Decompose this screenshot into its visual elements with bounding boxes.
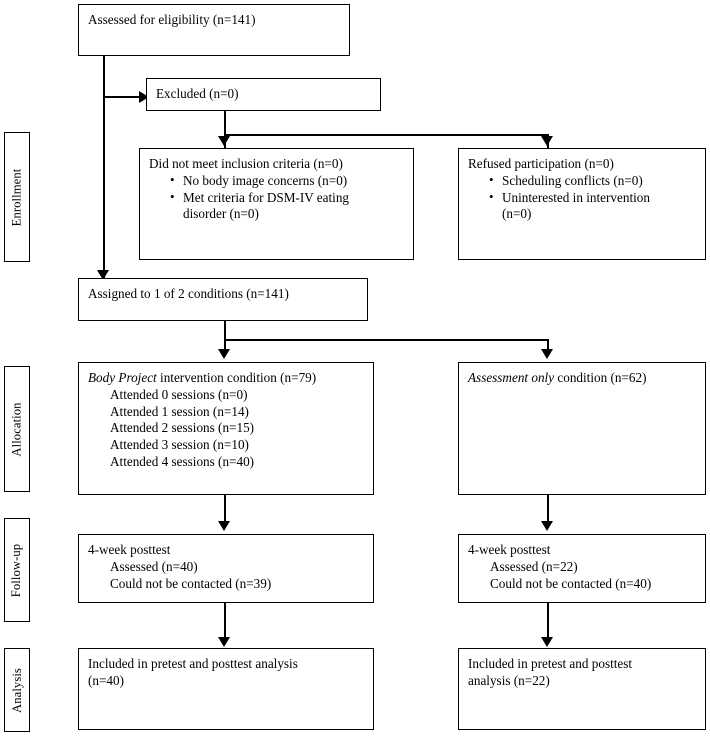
connector-assigned-right-drop [547, 339, 549, 355]
box-analysis-intervention: Included in pretest and posttest analysi… [78, 648, 374, 730]
phase-label-enrollment: Enrollment [4, 132, 30, 262]
box-followup-intervention: 4-week posttest Assessed (n=40) Could no… [78, 534, 374, 603]
connector-allocation-to-followup-right-arrow [540, 521, 553, 531]
connector-assigned-left-arrow [217, 349, 230, 359]
refused-bullet-2-cont: (n=0) [502, 206, 532, 222]
allocation-control-heading-italic: Assessment only [468, 370, 555, 385]
analysis-intervention-line-2: (n=40) [88, 672, 125, 688]
assigned-line-1: Assigned to 1 of 2 conditions (n=141) [88, 286, 289, 301]
box-assigned-to-conditions: Assigned to 1 of 2 conditions (n=141) [78, 278, 368, 321]
excluded-line-1: Excluded (n=0) [156, 86, 239, 101]
not-meet-bullet-2-text: Met criteria for DSM-IV eating [183, 189, 350, 205]
connector-excluded-split-horizontal [224, 134, 549, 136]
connector-allocation-to-followup-left-line [224, 495, 226, 521]
followup-intervention-heading: 4-week posttest [88, 542, 171, 557]
connector-excluded-right-arrow [540, 136, 553, 146]
box-allocation-control: Assessment only condition (n=62) [458, 362, 706, 495]
followup-control-row-2: Could not be contacted (n=40) [490, 575, 652, 591]
connector-allocation-to-followup-left-arrow [217, 521, 230, 531]
allocation-intervention-heading-rest: intervention condition (n=79) [156, 370, 317, 385]
followup-control-heading: 4-week posttest [468, 542, 551, 557]
allocation-intervention-row-4: Attended 3 session (n=10) [110, 437, 249, 453]
connector-followup-to-analysis-right-line [547, 603, 549, 637]
followup-intervention-row-1: Assessed (n=40) [110, 558, 198, 574]
phase-label-enrollment-text: Enrollment [9, 168, 24, 226]
connector-assessed-to-excluded-arrow [139, 90, 149, 103]
refused-bullet-1-text: Scheduling conflicts (n=0) [502, 172, 643, 188]
box-assessed-for-eligibility: Assessed for eligibility (n=141) [78, 4, 350, 56]
phase-label-allocation: Allocation [4, 366, 30, 492]
connector-assessed-to-excluded-line [103, 96, 139, 98]
connector-allocation-to-followup-right-line [547, 495, 549, 521]
refused-bullet-list: Scheduling conflicts (n=0) Uninterested … [468, 172, 696, 224]
allocation-intervention-heading: Body Project intervention condition (n=7… [88, 370, 364, 387]
assessed-line-1: Assessed for eligibility (n=141) [88, 12, 256, 27]
box-analysis-control: Included in pretest and posttest analysi… [458, 648, 706, 730]
allocation-control-heading: Assessment only condition (n=62) [468, 370, 696, 387]
allocation-intervention-row-5: Attended 4 sessions (n=40) [110, 453, 255, 469]
phase-label-follow-up-text: Follow-up [9, 543, 24, 597]
connector-followup-to-analysis-left-line [224, 603, 226, 637]
refused-bullet-2-text: Uninterested in intervention [502, 189, 650, 205]
connector-assessed-to-assigned-arrow [96, 270, 109, 280]
not-meet-bullet-1-text: No body image concerns (n=0) [183, 172, 348, 188]
allocation-intervention-row-2: Attended 1 session (n=14) [110, 403, 249, 419]
phase-label-analysis: Analysis [4, 648, 30, 732]
connector-assigned-split-horizontal [224, 339, 549, 341]
refused-bullet-2: Uninterested in intervention (n=0) [489, 189, 696, 224]
followup-control-row-1: Assessed (n=22) [490, 558, 578, 574]
connector-assessed-to-assigned [103, 56, 105, 279]
box-refused-participation: Refused participation (n=0) Scheduling c… [458, 148, 706, 260]
phase-label-analysis-text: Analysis [9, 667, 24, 713]
allocation-intervention-heading-italic: Body Project [88, 370, 157, 385]
not-meet-heading: Did not meet inclusion criteria (n=0) [149, 156, 343, 171]
analysis-control-line-1: Included in pretest and posttest [468, 656, 633, 671]
box-excluded: Excluded (n=0) [146, 78, 381, 111]
analysis-control-line-2: analysis (n=22) [468, 672, 550, 688]
followup-intervention-row-2: Could not be contacted (n=39) [110, 575, 272, 591]
analysis-intervention-line-1: Included in pretest and posttest analysi… [88, 656, 298, 671]
phase-label-allocation-text: Allocation [9, 401, 24, 457]
not-meet-bullet-1: No body image concerns (n=0) [170, 172, 404, 190]
box-followup-control: 4-week posttest Assessed (n=22) Could no… [458, 534, 706, 603]
not-meet-bullet-2-cont: disorder (n=0) [183, 206, 259, 222]
connector-assigned-stem [224, 321, 226, 349]
allocation-intervention-row-3: Attended 2 sessions (n=15) [110, 420, 255, 436]
phase-label-follow-up: Follow-up [4, 518, 30, 622]
connector-excluded-stem [224, 111, 226, 136]
connector-followup-to-analysis-right-arrow [540, 637, 553, 647]
not-meet-bullet-list: No body image concerns (n=0) Met criteri… [149, 172, 404, 224]
refused-heading: Refused participation (n=0) [468, 156, 614, 171]
box-allocation-intervention: Body Project intervention condition (n=7… [78, 362, 374, 495]
connector-excluded-left-arrow [217, 136, 230, 146]
connector-followup-to-analysis-left-arrow [217, 637, 230, 647]
box-did-not-meet-inclusion-criteria: Did not meet inclusion criteria (n=0) No… [139, 148, 414, 260]
refused-bullet-1: Scheduling conflicts (n=0) [489, 172, 696, 190]
allocation-intervention-row-1: Attended 0 sessions (n=0) [110, 386, 248, 402]
allocation-control-heading-rest: condition (n=62) [554, 370, 647, 385]
not-meet-bullet-2: Met criteria for DSM-IV eating disorder … [170, 189, 404, 224]
connector-assigned-right-arrow [540, 349, 553, 359]
